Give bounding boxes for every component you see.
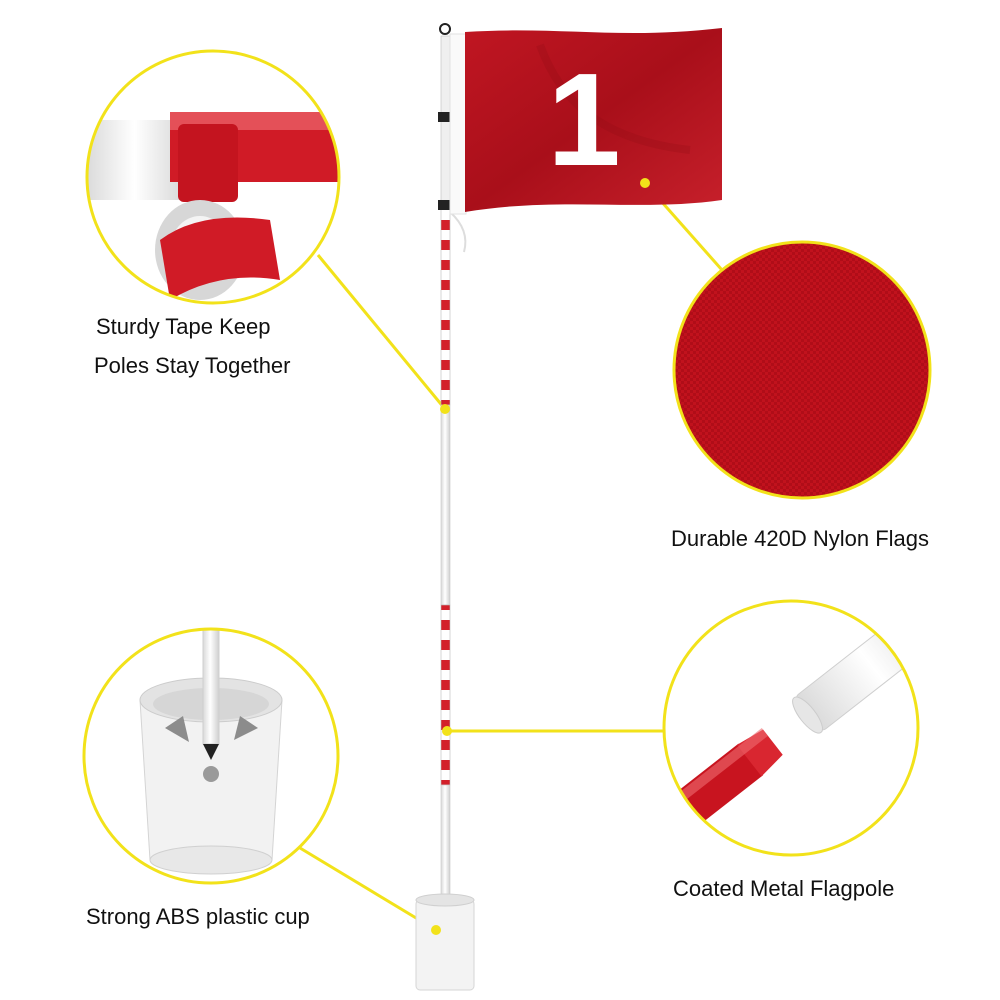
base-cup <box>415 893 475 991</box>
tape-callout-line2: Poles Stay Together <box>94 352 291 378</box>
flag-number: 1 <box>547 46 620 193</box>
callout-connectors <box>299 182 724 932</box>
tape-callout-line1: Sturdy Tape Keep <box>96 314 271 339</box>
tape-callout-label: Sturdy Tape Keep Poles Stay Together <box>94 308 291 385</box>
pole-callout-label: Coated Metal Flagpole <box>673 876 895 901</box>
pole-joint-closeup-icon <box>662 599 920 857</box>
fabric-texture-closeup-icon <box>672 240 932 500</box>
golf-flag: 1 <box>449 28 722 215</box>
golf-cup-closeup-icon <box>82 627 340 885</box>
flagpole <box>438 23 467 906</box>
callout-dots <box>431 178 650 935</box>
nylon-callout-label: Durable 420D Nylon Flags <box>671 526 930 551</box>
cup-callout-label: Strong ABS plastic cup <box>86 904 310 929</box>
tape-joint-closeup-icon <box>85 49 341 305</box>
